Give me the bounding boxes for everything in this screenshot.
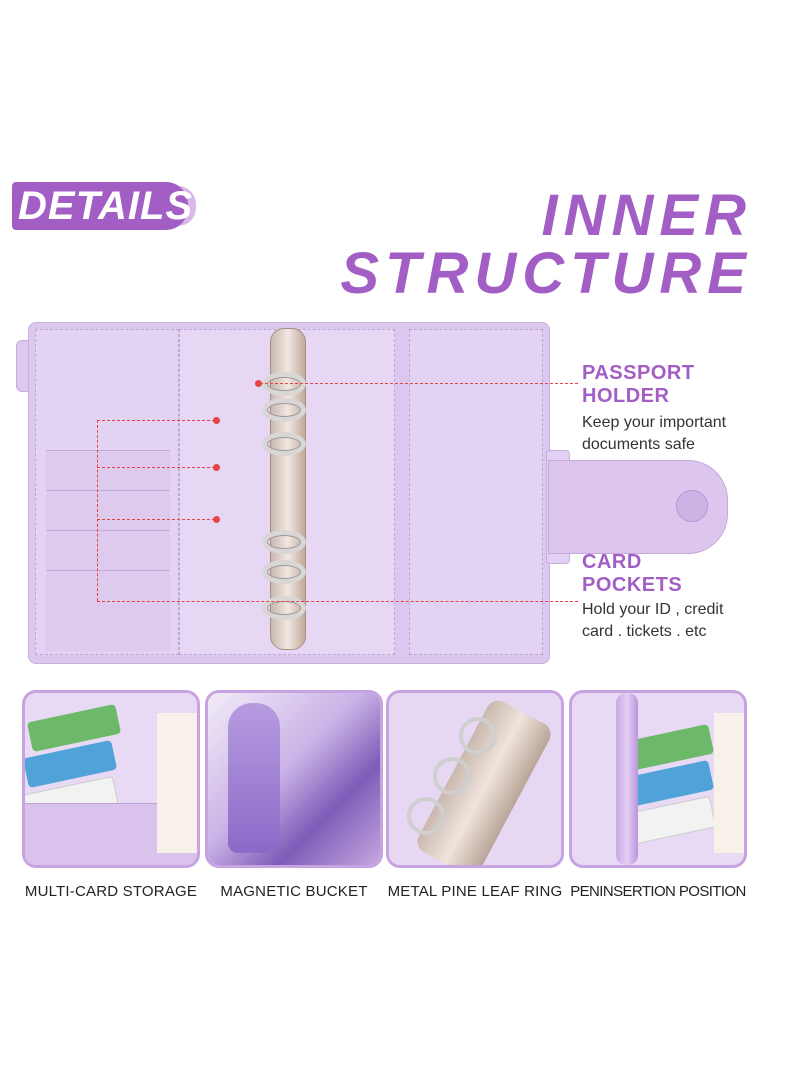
indicator-line <box>260 383 578 384</box>
passport-desc-line: Keep your important <box>582 414 727 431</box>
tile-metal-pine-leaf-ring <box>386 690 564 868</box>
card-pockets-desc: Hold your ID , credit card . tickets . e… <box>582 599 782 643</box>
card-title-line: POCKETS <box>582 574 683 596</box>
tile-label-pen-insertion-position: PENINSERTION POSITION <box>570 883 746 900</box>
indicator-dot <box>213 516 220 523</box>
tile-label-multi-card-storage: MULTI-CARD STORAGE <box>24 883 198 900</box>
tile-multi-card-storage <box>22 690 200 868</box>
ring-icon <box>433 757 471 795</box>
passport-title-line: HOLDER <box>582 385 670 407</box>
binder-ring-icon <box>262 560 306 584</box>
card-pocket <box>46 530 170 571</box>
ring-icon <box>459 717 497 755</box>
card-desc-line: Hold your ID , credit <box>582 601 724 618</box>
card-pockets-title: CARD POCKETS <box>582 551 682 597</box>
pen-image <box>616 693 638 865</box>
binder-ring-icon <box>262 596 306 620</box>
tile-label-magnetic-bucket: MAGNETIC BUCKET <box>220 883 368 900</box>
ring-icon <box>407 797 445 835</box>
indicator-line <box>97 420 98 601</box>
indicator-line <box>97 601 578 602</box>
paper-image <box>714 713 744 853</box>
left-panel <box>35 329 179 655</box>
indicator-line <box>97 420 215 421</box>
indicator-line <box>97 467 215 468</box>
indicator-dot <box>213 417 220 424</box>
title-line-inner: INNER <box>541 183 752 248</box>
card-pocket <box>46 450 170 491</box>
snap-button-icon <box>676 490 708 522</box>
card-title-line: CARD <box>582 551 642 573</box>
card-pocket <box>46 490 170 531</box>
binder-ring-icon <box>262 432 306 456</box>
paper-image <box>157 713 197 853</box>
tile-pen-insertion-position <box>569 690 747 868</box>
indicator-dot <box>255 380 262 387</box>
passport-title-line: PASSPORT <box>582 362 695 384</box>
tile-magnetic-bucket <box>205 690 383 868</box>
passport-desc-line: documents safe <box>582 436 695 453</box>
card-pocket <box>46 570 170 651</box>
card-desc-line: card . tickets . etc <box>582 623 707 640</box>
title-line-structure: STRUCTURE <box>340 241 752 306</box>
details-badge-text: DETAILS <box>18 184 194 228</box>
details-badge: DETAILS <box>12 182 196 230</box>
binder-ring-icon <box>262 530 306 554</box>
passport-holder-panel <box>409 329 543 655</box>
passport-holder-desc: Keep your important documents safe <box>582 412 782 456</box>
tile-label-metal-pine-leaf-ring: METAL PINE LEAF RING <box>387 883 563 900</box>
binder-ring-icon <box>262 372 306 396</box>
binder-ring-icon <box>262 398 306 422</box>
passport-holder-title: PASSPORT HOLDER <box>582 362 695 408</box>
magnetic-strap-image <box>228 703 280 853</box>
indicator-dot <box>213 464 220 471</box>
indicator-line <box>97 519 215 520</box>
